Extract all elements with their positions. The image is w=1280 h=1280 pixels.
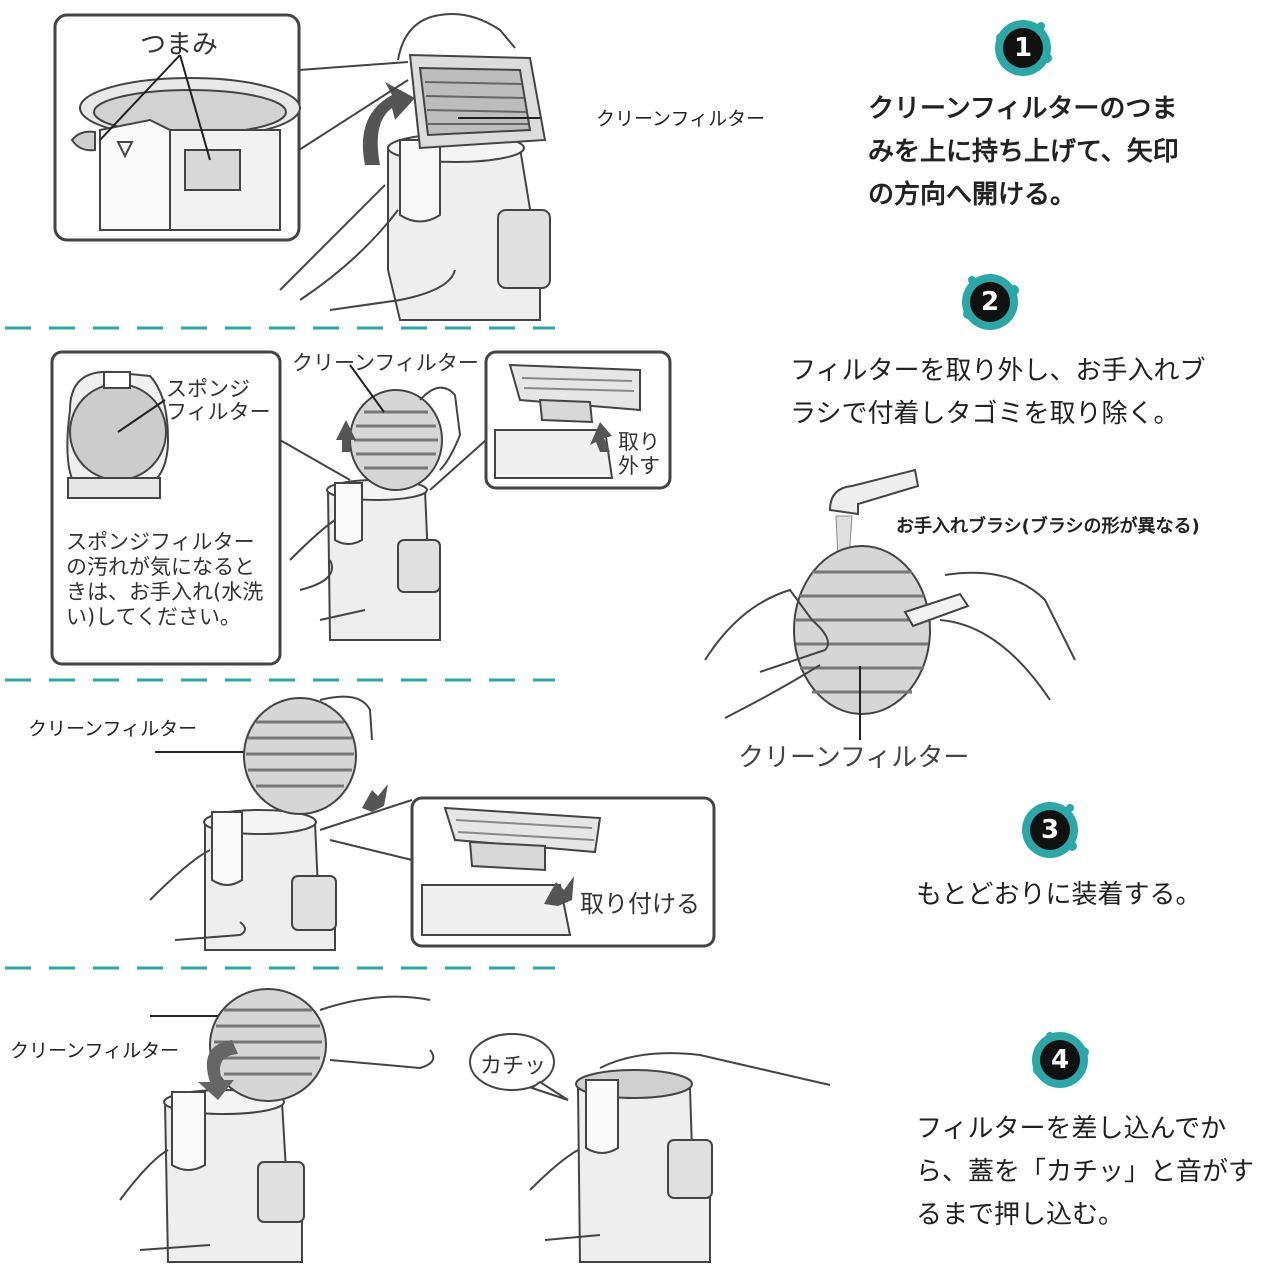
step-2-badge: 2 — [960, 272, 1020, 332]
attach-label: 取り付ける — [580, 890, 700, 918]
brush-filter-label: クリーンフィルター — [738, 743, 970, 773]
hand-outline-brush — [705, 573, 1075, 718]
step-4-text: フィルターを差し込んでか ら、蓋を「カチッ」と音がす るまで押し込む。 — [916, 1114, 1255, 1230]
hand-outline-4a — [120, 997, 433, 1250]
click-sound-label: カチッ — [480, 1054, 547, 1079]
step-3-badge: 3 — [1020, 800, 1080, 860]
remove-label: 取り 外す — [618, 430, 660, 478]
sponge-care-note: スポンジフィルター の汚れが気になると きは、お手入れ(水洗 い)してください。 — [66, 530, 264, 629]
panel-3-filter-label: クリーンフィルター — [28, 718, 198, 740]
remove-arrow-inset — [590, 422, 612, 452]
brush-filter-drawing — [794, 546, 968, 714]
click-bubble — [470, 1034, 568, 1100]
hand-outline-2 — [290, 388, 460, 620]
sponge-filter-drawing — [67, 372, 168, 498]
remove-arrow-2 — [336, 420, 356, 452]
circled-number-4-icon: 4 — [1040, 1040, 1080, 1080]
circled-number-1-icon: 1 — [1003, 28, 1043, 68]
attach-arrow-inset — [544, 876, 574, 906]
close-arrow-4 — [198, 1040, 238, 1100]
dust-cup-3 — [204, 810, 336, 950]
dust-cup-4b — [576, 1070, 712, 1262]
panel-4-filter-label: クリーンフィルター — [10, 1040, 180, 1062]
clean-filter-1 — [410, 55, 545, 148]
dust-cup-4a — [164, 1090, 304, 1262]
panel-1-filter-label: クリーンフィルター — [596, 108, 766, 130]
attach-arrow-3 — [362, 784, 388, 812]
lift-arrow-1 — [362, 82, 415, 165]
circled-number-2-icon: 2 — [970, 282, 1010, 322]
step-3-text: もとどおりに装着する。 — [916, 880, 1202, 910]
hand-outline-3 — [150, 697, 372, 940]
step-1-text: クリーンフィルターのつま みを上に持ち上げて、矢印 の方向へ開ける。 — [868, 94, 1179, 210]
faucet-drawing — [830, 470, 918, 514]
dust-cup-2 — [327, 480, 440, 640]
remove-inset-drawing — [495, 365, 640, 478]
knob-inset-drawing — [72, 78, 300, 230]
knob-label: つまみ — [140, 30, 219, 60]
hand-outline-1 — [280, 14, 515, 310]
attach-inset-drawing — [422, 808, 600, 935]
panel-2-filter-label: クリーンフィルター — [292, 351, 479, 375]
step-4-badge: 4 — [1030, 1030, 1090, 1090]
sponge-filter-label: スポンジ フィルター — [166, 377, 271, 424]
hand-outline-4b — [530, 1053, 830, 1240]
clean-filter-2 — [350, 390, 442, 490]
clean-filter-3 — [244, 698, 356, 814]
step-2-text: フィルターを取り外し、お手入れブ ラシで付着しタゴミを取り除く。 — [790, 356, 1206, 429]
step-1-badge: 1 — [993, 18, 1053, 78]
circled-number-3-icon: 3 — [1030, 810, 1070, 850]
dust-cup-1 — [388, 134, 550, 320]
brush-label: お手入れブラシ(ブラシの形が異なる) — [896, 516, 1200, 537]
knob-pointer-lines — [100, 55, 210, 160]
